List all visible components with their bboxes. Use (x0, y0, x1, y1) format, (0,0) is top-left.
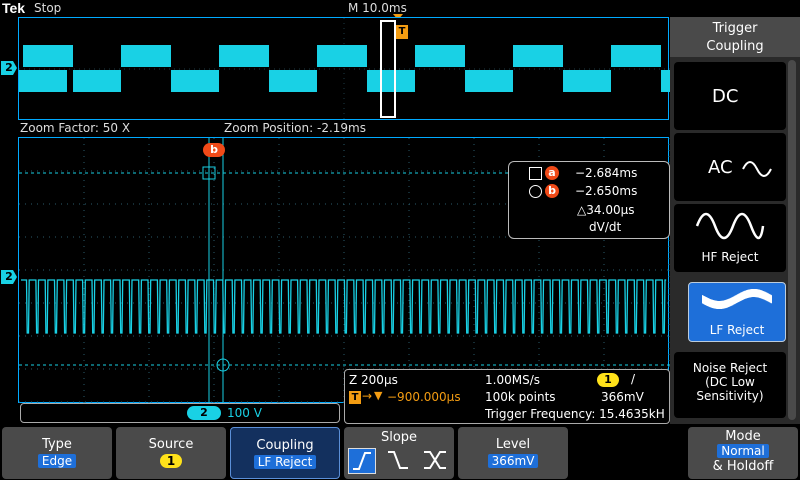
coupling-button[interactable]: Coupling LF Reject (230, 427, 340, 479)
side-option-lf-reject[interactable]: LF Reject (688, 282, 786, 342)
cursor-a-square-icon (529, 167, 542, 180)
trigger-source-badge: 1 (597, 373, 619, 387)
side-option-noise-reject[interactable]: Noise Reject (DC Low Sensitivity) (674, 352, 786, 418)
level-button[interactable]: Level 366mV (458, 427, 568, 479)
side-option-ac[interactable]: AC (674, 133, 786, 201)
timebase-readout: M 10.0ms (348, 1, 407, 15)
trigger-down-icon: ▼ (374, 389, 383, 402)
cursor-b-circle (216, 358, 230, 372)
sample-rate: 1.00MS/s (485, 373, 540, 387)
zoom-waveform (19, 138, 670, 404)
lf-reject-waveform-icon (702, 288, 772, 310)
brand-logo: Tek (2, 0, 26, 16)
cursor-b-readout-badge: b (545, 184, 559, 198)
arrow-right-icon: → (362, 389, 373, 403)
channel2-badge: 2 (187, 406, 221, 420)
zoom-position: Zoom Position: -2.19ms (224, 121, 366, 135)
overview-channel2-marker[interactable]: 2 (1, 61, 17, 75)
hf-reject-waveform-icon (695, 212, 765, 240)
zoom-info-bar: Zoom Factor: 50 X Zoom Position: -2.19ms (18, 120, 669, 136)
side-menu-title: Trigger Coupling (670, 17, 800, 57)
cursor-a-badge: a (545, 166, 559, 180)
sine-icon (742, 161, 772, 177)
top-status-bar: Tek Stop M 10.0ms (0, 0, 670, 17)
cursor-b-circle-icon (529, 185, 542, 198)
cursor-a-square (202, 166, 216, 180)
trigger-slope-icon: / (631, 372, 636, 386)
cursor-b-badge[interactable]: b (203, 143, 225, 157)
cursor-b-value: −2.650ms (575, 184, 638, 198)
cursor-a-value: −2.684ms (575, 166, 638, 180)
cursor-dvdt: dV/dt (589, 220, 622, 234)
trigger-position-value: −900.000µs (387, 390, 461, 404)
channel2-scale: 100 V (227, 406, 262, 420)
overview-waveform-panel: T (18, 17, 670, 121)
source-badge: 1 (160, 454, 182, 468)
overview-trigger-badge: T (396, 25, 408, 39)
slope-falling-icon[interactable] (384, 448, 412, 474)
zoom-factor: Zoom Factor: 50 X (20, 121, 131, 135)
slope-either-icon[interactable] (420, 448, 450, 474)
source-button[interactable]: Source 1 (116, 427, 226, 479)
slope-rising-icon[interactable] (348, 448, 376, 474)
zoom-channel2-marker[interactable]: 2 (1, 270, 17, 284)
record-length: 100k points (485, 390, 556, 404)
trigger-level: 366mV (601, 390, 644, 404)
cursor-readout: a −2.684ms b −2.650ms △34.00µs dV/dt (508, 161, 670, 239)
zoom-window-box (380, 20, 396, 118)
acquisition-info-panel[interactable]: Z 200µs T → ▼ −900.000µs 1.00MS/s 100k p… (344, 369, 670, 424)
cursor-delta: △34.00µs (577, 203, 635, 217)
overview-waveform (19, 18, 670, 121)
type-button[interactable]: Type Edge (2, 427, 112, 479)
zoom-waveform-panel: b (18, 137, 670, 404)
channel-status-bar[interactable]: 2 100 V (20, 403, 340, 423)
side-option-hf-reject[interactable]: HF Reject (674, 204, 786, 272)
acquisition-state: Stop (34, 1, 62, 15)
trigger-position-t-icon: T (349, 391, 361, 404)
trigger-frequency: Trigger Frequency: 15.4635kH (485, 407, 665, 421)
side-option-dc[interactable]: DC (674, 62, 786, 130)
slope-button[interactable]: Slope (344, 427, 454, 479)
zoom-scale: Z 200µs (349, 373, 398, 387)
side-menu-scrollbar[interactable] (788, 60, 796, 420)
mode-holdoff-button[interactable]: Mode Normal & Holdoff (688, 427, 798, 479)
